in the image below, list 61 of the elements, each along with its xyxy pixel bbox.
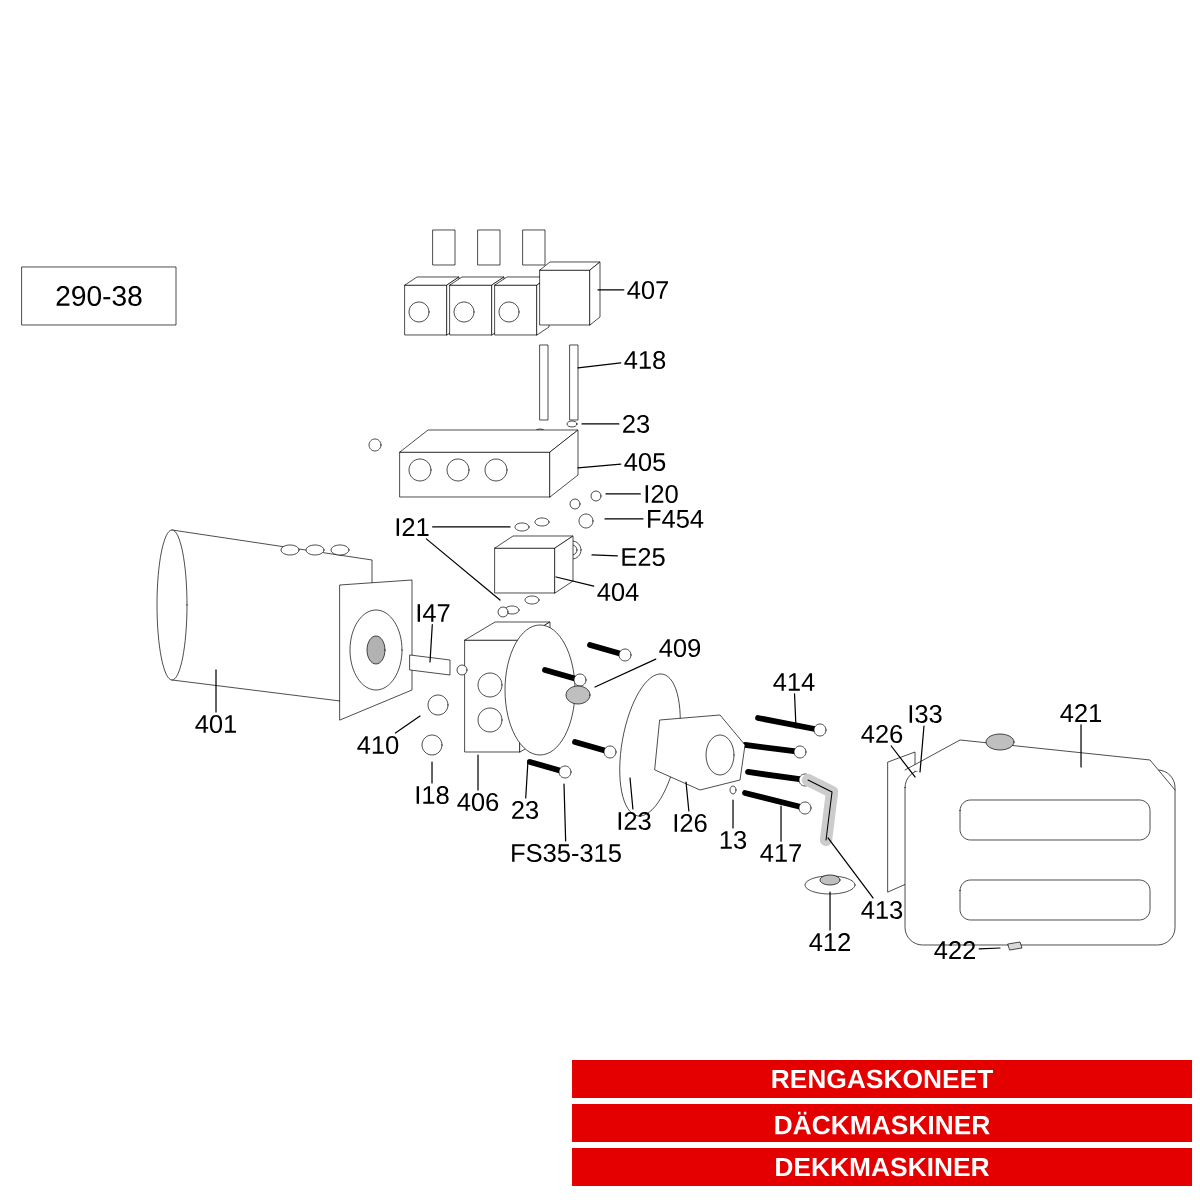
leader-line bbox=[890, 745, 916, 778]
leader-line bbox=[425, 538, 501, 601]
callout-number: I18 bbox=[416, 785, 449, 804]
callout-number: 409 bbox=[659, 638, 701, 657]
callout-number: 422 bbox=[934, 941, 975, 959]
callout-number: FS35-315 bbox=[512, 843, 621, 862]
leader-line bbox=[581, 423, 620, 425]
callout-number: 413 bbox=[861, 900, 903, 919]
leader-line bbox=[605, 493, 641, 495]
callout-number: 417 bbox=[760, 844, 801, 862]
callout-number: 421 bbox=[1060, 704, 1102, 722]
callout-number: I26 bbox=[674, 813, 707, 832]
callout-number: 412 bbox=[809, 933, 850, 951]
callout-number: 13 bbox=[720, 830, 747, 849]
leader-line bbox=[477, 754, 479, 791]
callout-number: 401 bbox=[195, 714, 236, 733]
leader-line bbox=[780, 805, 782, 842]
leader-line bbox=[827, 837, 874, 899]
leader-line bbox=[919, 725, 925, 773]
leader-line bbox=[555, 576, 595, 587]
callout-number: I47 bbox=[417, 604, 450, 622]
leader-line bbox=[394, 715, 421, 734]
callout-number: 404 bbox=[597, 582, 639, 601]
leader-line bbox=[594, 658, 657, 688]
callout-number: 407 bbox=[627, 280, 668, 299]
callout-number: 23 bbox=[623, 414, 650, 433]
leader-line bbox=[215, 669, 217, 713]
callout-number: E25 bbox=[622, 547, 665, 566]
banner-bar: DEKKMASKINER bbox=[572, 1148, 1193, 1186]
callout-number: 406 bbox=[457, 792, 499, 811]
leader-line bbox=[793, 693, 797, 729]
callout-number: I21 bbox=[396, 518, 429, 536]
leader-line bbox=[525, 759, 529, 799]
drawing-number-box: 290-38 bbox=[21, 266, 177, 326]
leader-line bbox=[431, 761, 433, 784]
leader-line bbox=[629, 777, 634, 810]
leader-line bbox=[563, 783, 567, 842]
leader-line bbox=[429, 624, 433, 663]
leader-line bbox=[1080, 724, 1082, 768]
leader-line bbox=[829, 891, 831, 931]
callout-number: 426 bbox=[861, 724, 903, 743]
leader-line bbox=[685, 781, 690, 812]
banner-bar: RENGASKONEET bbox=[572, 1060, 1193, 1098]
callout-number: I23 bbox=[618, 811, 651, 830]
callout-number: 405 bbox=[624, 452, 666, 471]
callout-number: F454 bbox=[648, 510, 704, 528]
leader-line bbox=[577, 362, 622, 369]
leader-line bbox=[597, 289, 625, 291]
leader-line bbox=[604, 518, 644, 520]
leader-line bbox=[732, 799, 734, 829]
callout-number: 414 bbox=[773, 673, 815, 691]
leader-line bbox=[432, 526, 511, 528]
leader-line bbox=[577, 463, 622, 469]
callout-number: 410 bbox=[357, 735, 399, 754]
callout-number: I20 bbox=[645, 484, 678, 503]
callout-number: 418 bbox=[624, 350, 666, 369]
leader-line bbox=[978, 947, 1001, 950]
callout-number: 23 bbox=[512, 800, 539, 819]
callout-number: I33 bbox=[909, 704, 942, 723]
banner-bar: DÄCKMASKINER bbox=[572, 1104, 1193, 1142]
leader-line bbox=[591, 554, 618, 557]
